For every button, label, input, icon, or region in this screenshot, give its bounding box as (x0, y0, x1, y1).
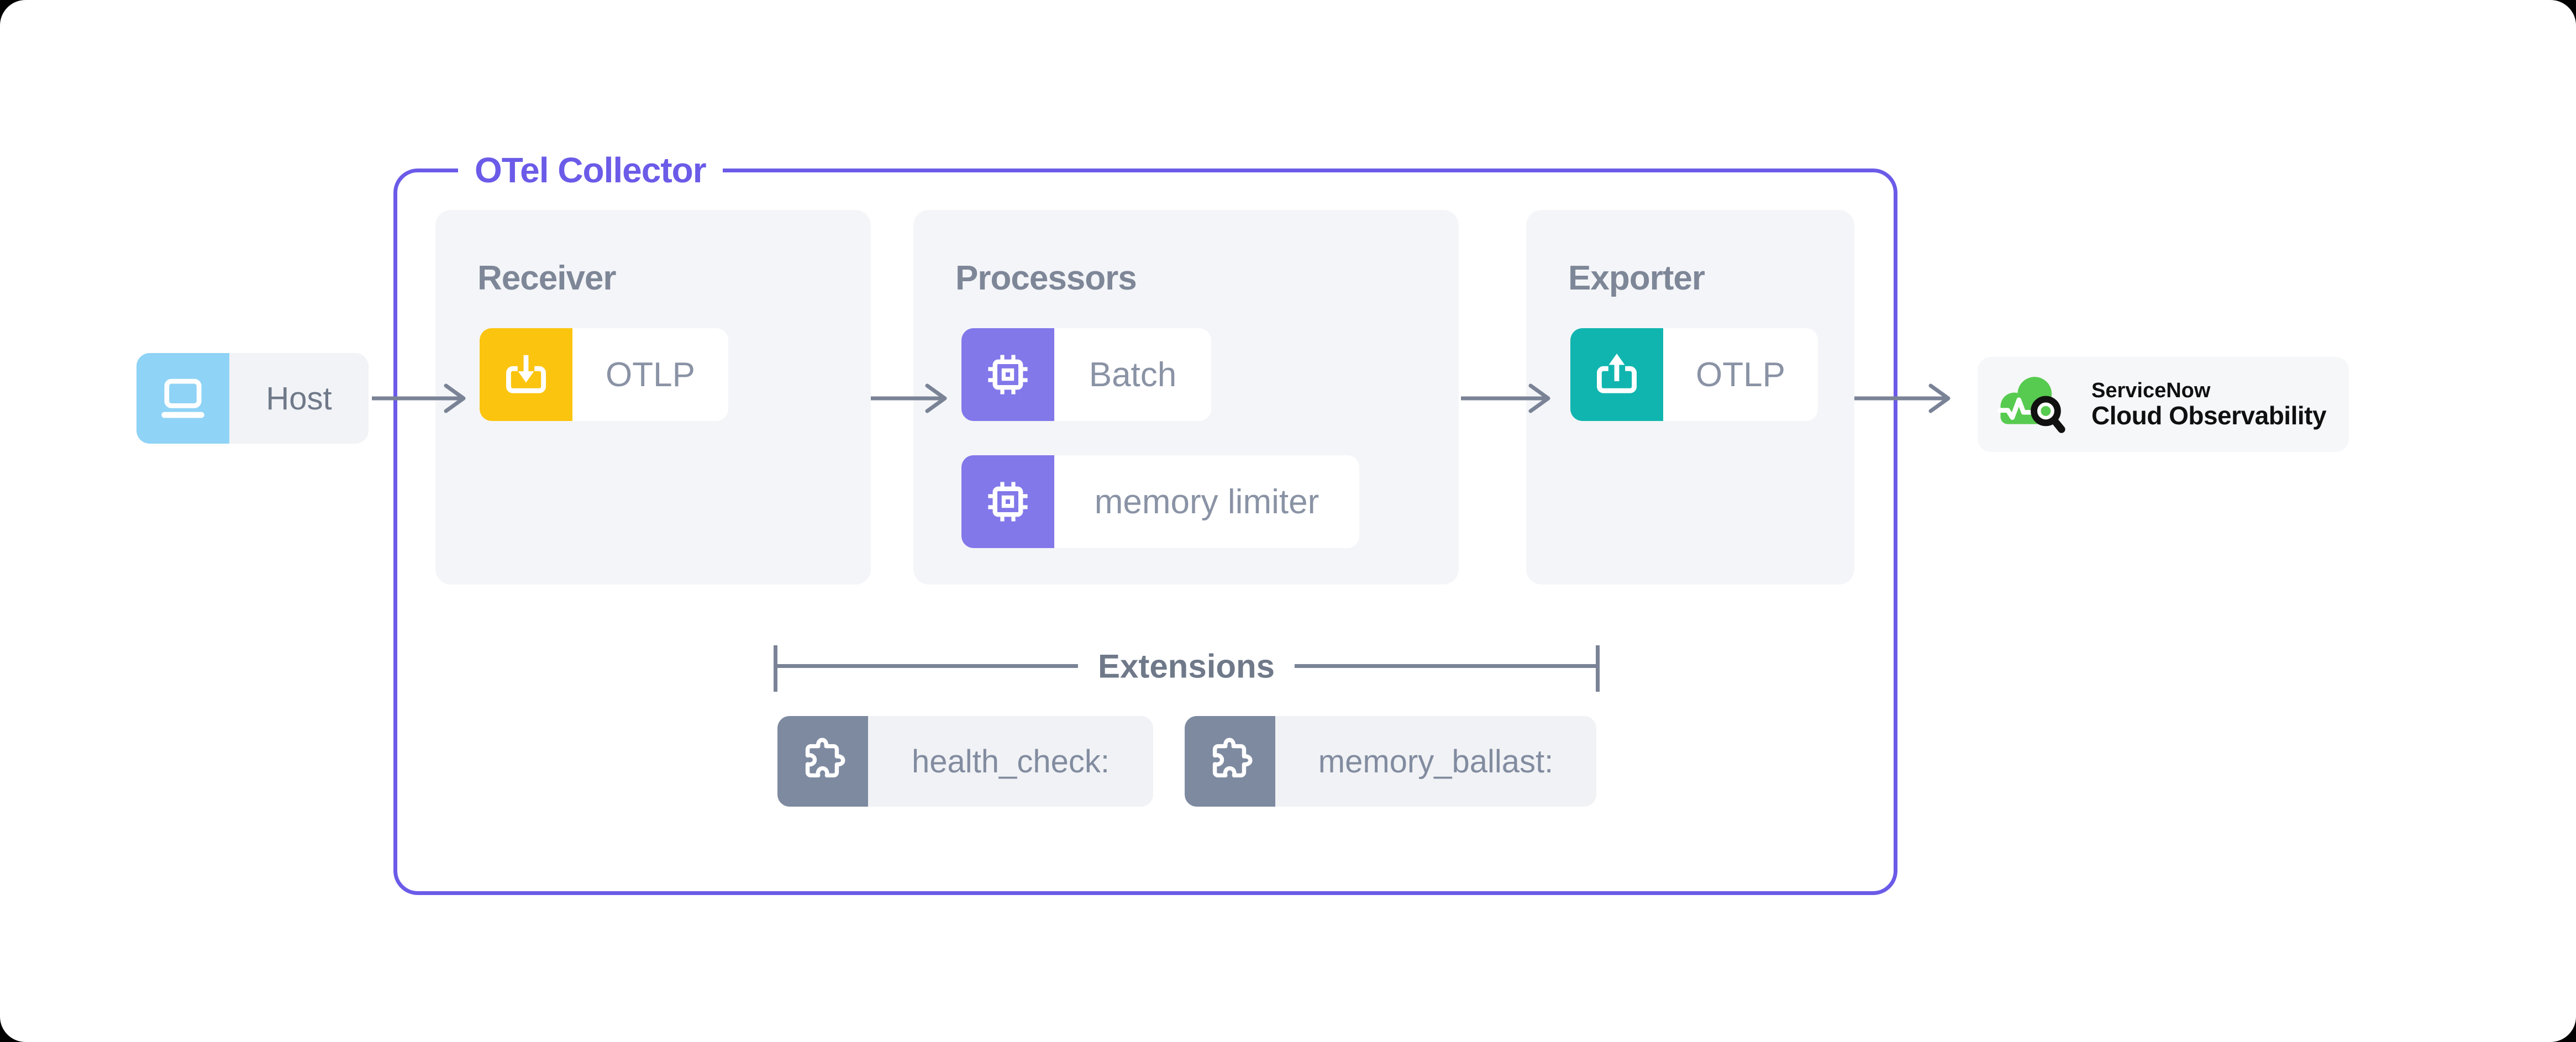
destination-product: Cloud Observability (2091, 401, 2327, 430)
exporter-otlp-icon-section (1570, 328, 1663, 421)
receiver-panel-title: Receiver (477, 259, 617, 297)
processor-memory-limiter-chip: memory limiter (961, 455, 1359, 548)
flow-arrow-processors-to-exporter (1461, 383, 1550, 413)
processors-panel-title: Processors (955, 259, 1137, 297)
host-label: Host (266, 380, 332, 417)
exporter-otlp-chip: OTLP (1570, 328, 1818, 421)
destination-brand: ServiceNow (2091, 378, 2211, 402)
flow-arrow-host-to-receiver (372, 383, 466, 413)
cpu-chip-icon (988, 355, 1028, 394)
flow-arrow-exporter-to-destination (1854, 383, 1951, 413)
receiver-otlp-icon-section (480, 328, 572, 421)
health-check-label: health_check: (868, 716, 1153, 807)
memory-ballast-label: memory_ballast: (1275, 716, 1596, 807)
exporter-otlp-label: OTLP (1663, 328, 1818, 421)
batch-icon-section (961, 328, 1054, 421)
extension-memory-ballast-chip: memory_ballast: (1185, 716, 1596, 807)
upload-icon (1597, 354, 1637, 393)
extension-health-check-chip: health_check: (777, 716, 1153, 807)
exporter-panel-title: Exporter (1568, 259, 1705, 297)
receiver-otlp-chip: OTLP (480, 328, 728, 421)
cloud-pulse-magnifier-icon (1997, 377, 2065, 433)
puzzle-icon (805, 738, 845, 778)
cpu-chip-icon (988, 482, 1028, 522)
otel-collector-label: OTel Collector (458, 150, 723, 191)
extensions-bracket-left-cap (774, 645, 777, 692)
memory-limiter-label: memory limiter (1054, 455, 1359, 548)
host-node: Host (136, 353, 369, 444)
laptop-icon (161, 378, 204, 418)
processor-batch-chip: Batch (961, 328, 1211, 421)
receiver-otlp-label: OTLP (572, 328, 728, 421)
host-icon-section (136, 353, 229, 444)
memory-ballast-icon-section (1185, 716, 1275, 807)
extensions-label: Extensions (1077, 647, 1295, 686)
puzzle-icon (1212, 738, 1253, 778)
batch-label: Batch (1054, 328, 1211, 421)
destination-text-block: ServiceNow Cloud Observability (2091, 378, 2327, 430)
memory-limiter-icon-section (961, 455, 1054, 548)
health-check-icon-section (777, 716, 868, 807)
extensions-bracket-right-cap (1596, 645, 1600, 692)
flow-arrow-receiver-to-processors (871, 383, 947, 413)
otel-collector-box (393, 169, 1897, 895)
inbox-download-icon (506, 355, 546, 393)
destination-card: ServiceNow Cloud Observability (1978, 357, 2349, 452)
